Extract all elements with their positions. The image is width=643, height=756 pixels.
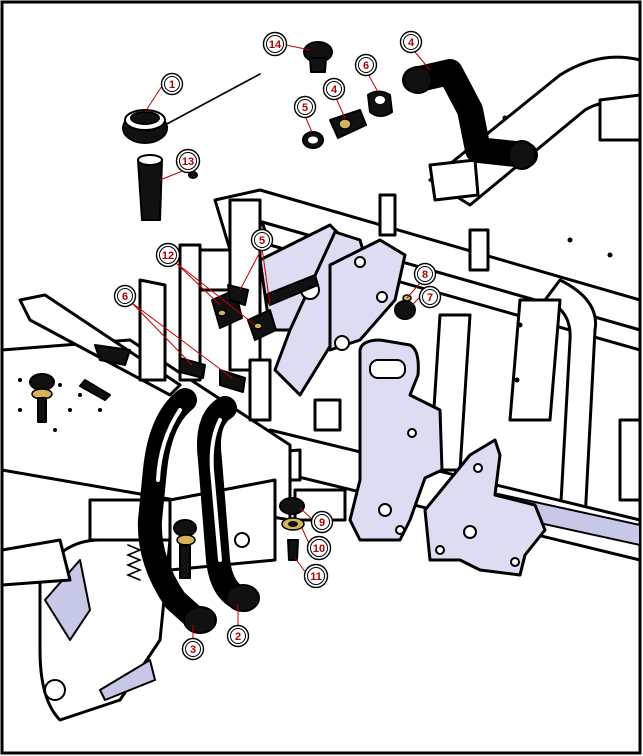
center-mount-plate [348, 338, 444, 542]
callout-9: 9 [310, 510, 334, 534]
callout-13-label: 13 [182, 156, 194, 168]
callout-8-label: 8 [422, 269, 428, 281]
callout-4b-label: 4 [331, 84, 338, 96]
pivot-brackets [293, 398, 347, 522]
callout-6b-label: 6 [122, 291, 128, 303]
callout-4a-label: 4 [408, 37, 415, 49]
pedal-linkage-plates [228, 198, 407, 422]
right-mount-plate [423, 438, 547, 577]
callout-4-fitting: 4 [322, 77, 346, 101]
callout-14-label: 14 [269, 39, 282, 51]
callout-12-label: 12 [162, 250, 174, 262]
callout-layer: 1 2 3 4 4 5 5 6 [113, 30, 442, 661]
callout-5-ring: 5 [293, 95, 317, 119]
callout-2: 2 [226, 624, 250, 648]
pedal-tube-3 [137, 388, 217, 634]
callout-11-label: 11 [310, 571, 322, 583]
callout-3-label: 3 [190, 644, 196, 656]
spring-bushings-5-12 [211, 274, 319, 341]
callout-1: 1 [160, 72, 184, 96]
callout-13: 13 [175, 148, 201, 174]
callout-9-label: 9 [319, 517, 325, 529]
callout-14: 14 [262, 31, 288, 57]
callout-5b-label: 5 [259, 235, 265, 247]
callout-10: 10 [306, 535, 332, 561]
callout-1-label: 1 [169, 79, 175, 91]
callout-6a-label: 6 [363, 60, 369, 72]
callout-6-bushings: 6 [113, 284, 137, 308]
callout-7-label: 7 [427, 292, 433, 304]
cap-14 [303, 41, 333, 73]
pedal-tube-2 [197, 396, 260, 612]
callout-5a-label: 5 [302, 102, 308, 114]
callout-2-label: 2 [235, 631, 241, 643]
callout-6-clamp: 6 [354, 53, 378, 77]
knob-assembly-1 [122, 73, 261, 144]
bushings-6-lower [179, 357, 246, 393]
bushing-13 [137, 154, 198, 221]
return-spring [125, 519, 197, 581]
leader-lines [131, 44, 431, 640]
plate-bolt [29, 373, 55, 423]
callout-7: 7 [418, 285, 442, 309]
callout-3: 3 [181, 637, 205, 661]
callout-12: 12 [155, 242, 181, 268]
pedal-tube-4 [402, 59, 538, 170]
callout-8: 8 [413, 262, 437, 286]
callout-11: 11 [303, 563, 329, 589]
lower-pedal-bracket [0, 478, 277, 722]
callout-5-center: 5 [250, 228, 274, 252]
callout-4-pedal: 4 [399, 30, 423, 54]
callout-10-label: 10 [313, 543, 325, 555]
fittings-4-5-6 [302, 90, 393, 149]
